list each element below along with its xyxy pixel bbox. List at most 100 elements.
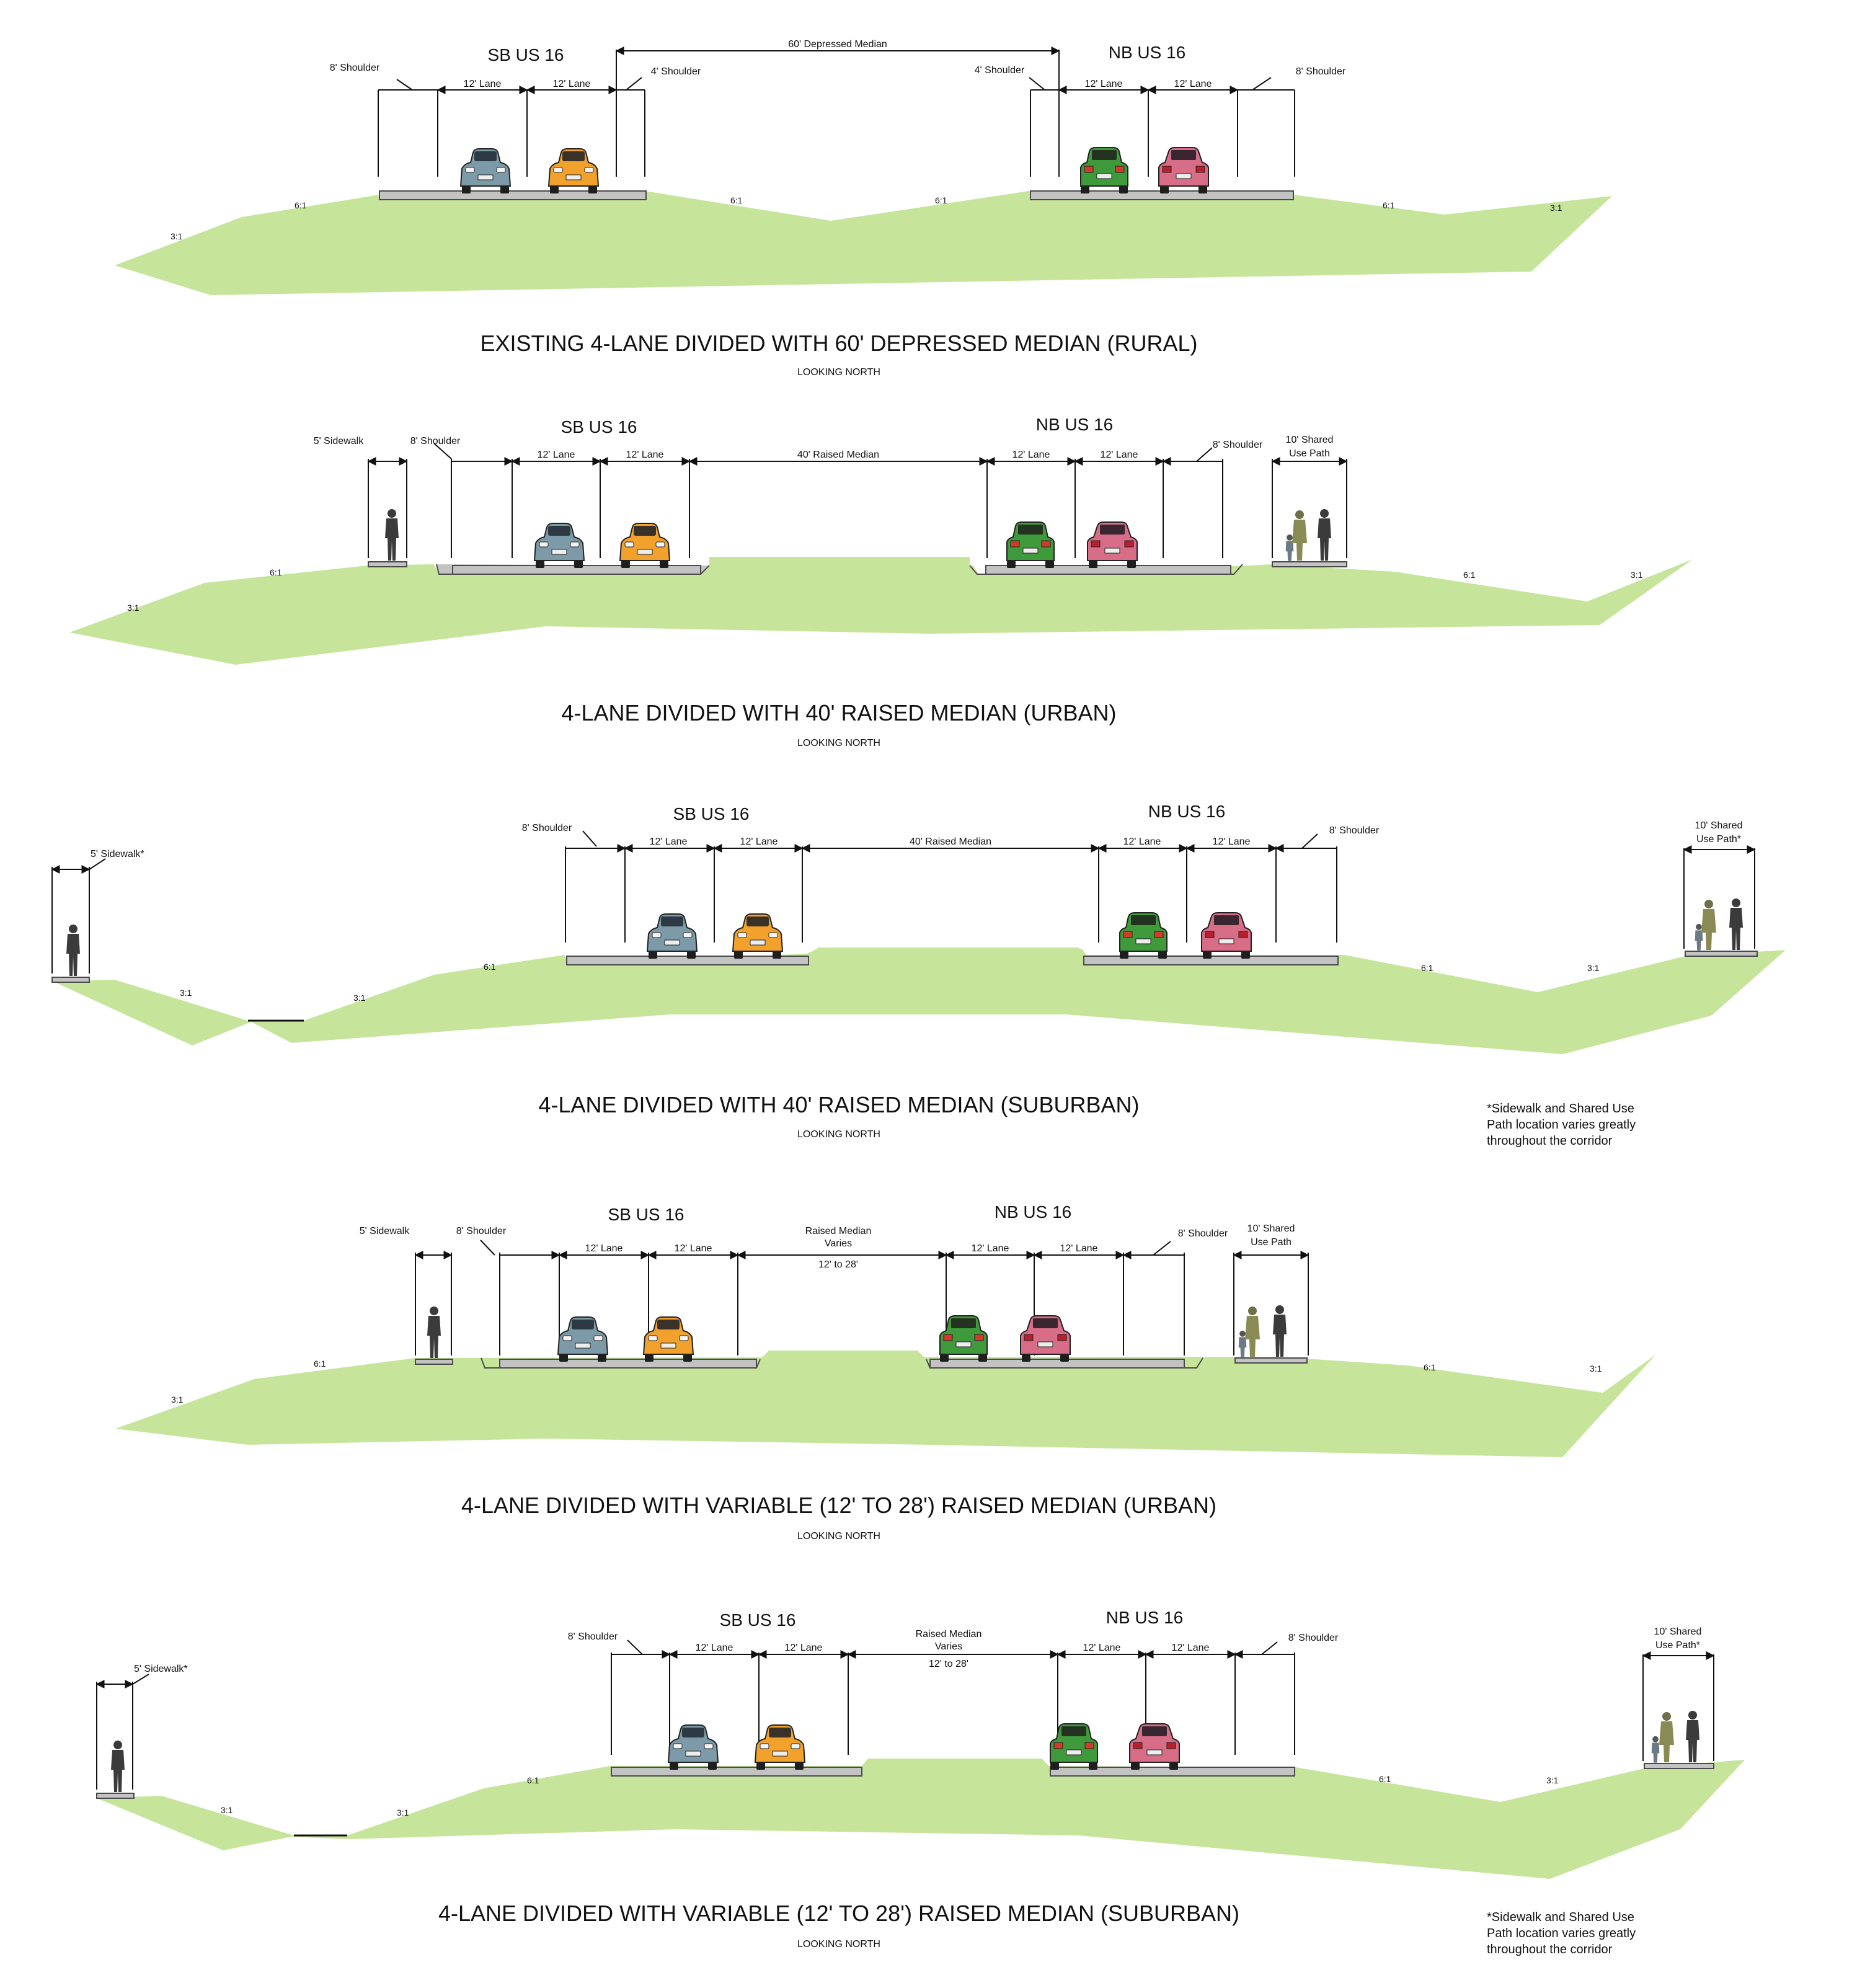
dim-label: 5' Sidewalk — [360, 1226, 410, 1236]
nb-label: NB US 16 — [995, 1202, 1072, 1222]
car-blue-icon — [647, 914, 697, 959]
slope-label: 3:1 — [397, 1808, 409, 1817]
dim-label: 10' Shared — [1654, 1626, 1702, 1637]
dim-label: 12' Lane — [553, 79, 591, 89]
section-subtitle: LOOKING NORTH — [797, 1531, 880, 1542]
pedestrian-icon — [1701, 900, 1716, 950]
sb-label: SB US 16 — [561, 417, 637, 437]
sidewalk-left — [51, 977, 90, 983]
section-subtitle: LOOKING NORTH — [797, 738, 880, 748]
section-title: 4-LANE DIVIDED WITH VARIABLE (12' TO 28'… — [438, 1901, 1239, 1926]
slope-label: 3:1 — [1631, 570, 1643, 580]
ground-fill — [97, 1759, 1745, 1879]
dim-label: 5' Sidewalk* — [91, 849, 144, 859]
ground-fill — [115, 1355, 1655, 1457]
dim-label: 4' Shoulder — [975, 65, 1025, 76]
car-pink-icon — [1021, 1316, 1070, 1362]
sb-label: SB US 16 — [673, 804, 750, 823]
pedestrian-icon — [1273, 1305, 1287, 1357]
dim-label: 8' Shoulder — [456, 1226, 507, 1236]
section-title: 4-LANE DIVIDED WITH VARIABLE (12' TO 28'… — [461, 1493, 1216, 1518]
dim-label: 8' Shoulder — [410, 436, 461, 446]
dim-label: 12' Lane — [1123, 836, 1161, 847]
dim-label: 5' Sidewalk* — [134, 1664, 188, 1674]
dim-label: 10' Shared — [1247, 1223, 1295, 1234]
dim-label: 12' Lane — [464, 79, 502, 89]
slope-label: 3:1 — [353, 993, 366, 1003]
pedestrian-icon — [1285, 534, 1294, 561]
pedestrian-icon — [1318, 509, 1331, 561]
path-right — [1272, 561, 1347, 567]
dim-label: 12' Lane — [626, 450, 664, 460]
dim-label: 12' Lane — [1174, 79, 1212, 89]
car-blue-icon — [558, 1317, 608, 1362]
car-orange-icon — [733, 914, 782, 959]
dim-label: 12' Lane — [696, 1643, 733, 1653]
dim-label: 5' Sidewalk — [314, 436, 364, 446]
corridor-note: *Sidewalk and Shared Use — [1487, 1910, 1634, 1924]
car-pink-icon — [1202, 913, 1251, 959]
slope-label: 3:1 — [171, 1395, 184, 1404]
ground-fill — [115, 191, 1612, 295]
section-title: 4-LANE DIVIDED WITH 40' RAISED MEDIAN (S… — [538, 1092, 1139, 1117]
dim-label: 8' Shoulder — [568, 1631, 618, 1642]
section-3-suburban-40-raised: SB US 16 NB US 16 5' Sidewalk* 8' Should… — [51, 802, 1786, 1148]
dim-label: 8' Shoulder — [1329, 825, 1380, 836]
pedestrian-icon — [1729, 899, 1743, 950]
path-right — [1234, 1357, 1308, 1364]
pedestrian-icon — [1238, 1330, 1247, 1357]
slope-label: 6:1 — [527, 1775, 539, 1785]
section-subtitle: LOOKING NORTH — [797, 367, 880, 378]
sidewalk-left — [96, 1793, 135, 1799]
nb-label: NB US 16 — [1106, 1608, 1184, 1627]
pedestrian-icon — [427, 1307, 441, 1358]
car-blue-icon — [534, 523, 584, 568]
section-1-existing-rural: SB US 16 NB US 16 8' Shoulder 12' Lane 1… — [115, 39, 1612, 378]
car-orange-icon — [549, 149, 598, 193]
sb-pavement — [611, 1767, 862, 1777]
corridor-note: Path location varies greatly — [1487, 1927, 1636, 1940]
section-4-urban-variable-raised: SB US 16 NB US 16 5' Sidewalk 8' Shoulde… — [115, 1202, 1655, 1542]
pedestrian-icon — [1695, 923, 1703, 951]
pedestrian-icon — [385, 509, 399, 561]
dim-label: 12' Lane — [1085, 79, 1123, 89]
path-right — [1644, 1763, 1714, 1769]
corridor-note: *Sidewalk and Shared Use — [1487, 1102, 1634, 1116]
dimension-ticks — [95, 1640, 1715, 1790]
nb-label: NB US 16 — [1109, 43, 1186, 62]
raised-median — [862, 1759, 1050, 1767]
slope-label: 3:1 — [221, 1805, 233, 1815]
sidewalk-left — [415, 1359, 453, 1365]
dim-label: Use Path* — [1696, 834, 1741, 845]
pedestrian-icon — [1659, 1712, 1674, 1762]
corridor-note: Path location varies greatly — [1487, 1118, 1636, 1132]
sb-pavement-slab — [499, 1359, 757, 1369]
dim-label: 12' to 28' — [818, 1259, 858, 1270]
car-pink-icon — [1159, 148, 1208, 193]
corridor-note: throughout the corridor — [1487, 1943, 1613, 1956]
dim-label: Raised Median — [805, 1226, 872, 1236]
car-blue-icon — [461, 149, 510, 193]
slope-label: 6:1 — [730, 195, 743, 205]
car-orange-icon — [644, 1317, 693, 1362]
dim-label: 40' Raised Median — [910, 836, 991, 847]
dim-label: Raised Median — [916, 1629, 982, 1640]
slope-label: 6:1 — [484, 962, 496, 972]
pedestrian-icon — [111, 1741, 125, 1792]
dim-label: 10' Shared — [1695, 820, 1743, 831]
pedestrian-icon — [1686, 1711, 1699, 1762]
dim-label: Varies — [935, 1641, 962, 1652]
dim-label: 40' Raised Median — [797, 450, 879, 460]
dim-label: 4' Shoulder — [651, 66, 701, 77]
slope-label: 3:1 — [1546, 1775, 1559, 1785]
dim-label: 8' Shoulder — [1296, 66, 1346, 77]
slope-label: 3:1 — [1590, 1364, 1602, 1373]
car-green-icon — [940, 1316, 987, 1362]
dim-label: 12' Lane — [1213, 836, 1251, 847]
ground-fill — [69, 559, 1693, 665]
dim-label: 8' Shoulder — [1213, 440, 1263, 450]
dim-label: 12' Lane — [1101, 450, 1138, 460]
dim-label: 60' Depressed Median — [788, 39, 887, 50]
dim-label: 12' Lane — [785, 1643, 823, 1653]
slope-label: 3:1 — [1550, 203, 1562, 213]
